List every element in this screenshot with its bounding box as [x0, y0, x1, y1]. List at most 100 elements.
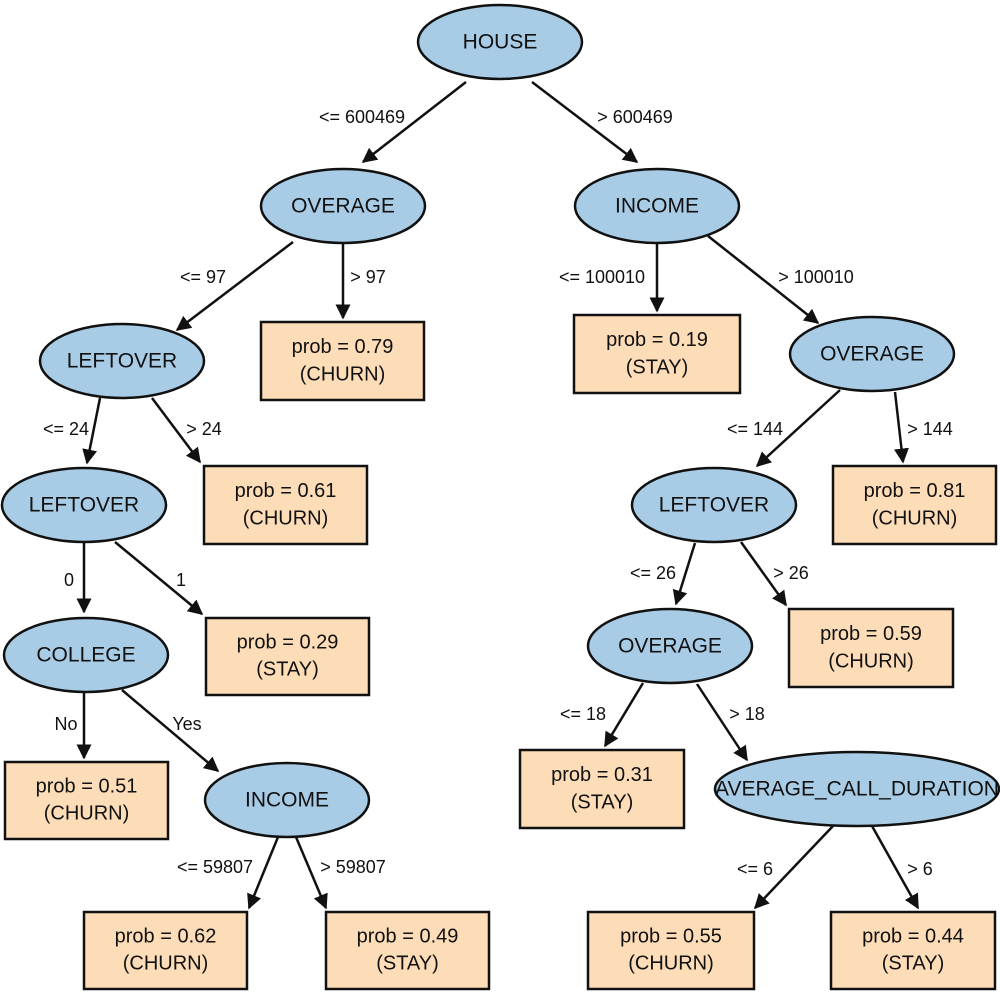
edge-label-overage2-to-leaf_081: > 144 — [907, 419, 953, 439]
edge-arrow-overage2-to-leftover3 — [755, 389, 841, 468]
leaf-outcome-text: (STAY) — [882, 953, 945, 975]
edge-arrow-income1-to-overage2 — [707, 235, 820, 324]
leaf-box — [324, 910, 491, 991]
decision-node-ellipse — [38, 322, 206, 400]
decision-node-label: HOUSE — [463, 31, 538, 54]
decision-node-leftover1: LEFTOVER — [38, 322, 206, 400]
leaf-node-leaf_029: prob = 0.29 (STAY) — [204, 616, 371, 697]
edge-label-overage1-to-leaf_079: > 97 — [350, 267, 386, 287]
decision-node-ellipse — [259, 167, 427, 245]
leaf-outcome-text: (STAY) — [256, 659, 319, 681]
edge-arrow-income2-to-leaf_049 — [294, 836, 328, 910]
decision-node-label: AVERAGE_CALL_DURATION — [715, 778, 999, 801]
edge-label-income2-to-leaf_049: > 59807 — [320, 857, 386, 877]
leaf-prob-text: prob = 0.29 — [237, 632, 339, 654]
edge-arrow-overage2-to-leaf_081 — [893, 391, 909, 464]
decision-node-income2: INCOME — [203, 761, 371, 839]
leaf-prob-text: prob = 0.79 — [292, 336, 394, 358]
leaf-prob-text: prob = 0.44 — [862, 926, 964, 948]
leaf-prob-text: prob = 0.51 — [36, 776, 138, 798]
decision-node-label: LEFTOVER — [659, 494, 769, 517]
edge-label-house-to-overage1: <= 600469 — [319, 107, 405, 127]
leaf-prob-text: prob = 0.49 — [357, 926, 459, 948]
decision-node-overage3: OVERAGE — [586, 607, 754, 685]
edge-label-college-to-leaf_051: No — [54, 714, 77, 734]
edge-arrow-overage3-to-avgcall — [695, 683, 749, 762]
decision-node-ellipse — [2, 616, 170, 694]
edge-label-avgcall-to-leaf_044: > 6 — [907, 859, 933, 879]
edge-arrow-leftover3-to-overage3 — [672, 542, 697, 606]
edge-label-leftover2-to-college: 0 — [64, 570, 74, 590]
leaf-prob-text: prob = 0.59 — [820, 623, 922, 645]
leaf-node-leaf_051: prob = 0.51(CHURN) — [3, 760, 170, 841]
decision-node-ellipse — [416, 3, 584, 81]
edge-arrow-leftover2-to-leaf_029 — [114, 541, 204, 615]
decision-node-label: INCOME — [615, 195, 699, 218]
edge-arrow-avgcall-to-leaf_055 — [753, 825, 834, 910]
edge-arrow-income2-to-leaf_062 — [247, 836, 280, 910]
decision-node-ellipse — [788, 315, 956, 393]
edge-label-leftover1-to-leaf_061: > 24 — [186, 419, 222, 439]
edge-arrow-house-to-income1 — [531, 81, 639, 163]
leaf-outcome-text: (STAY) — [376, 953, 439, 975]
edge-label-avgcall-to-leaf_055: <= 6 — [737, 859, 773, 879]
leaf-outcome-text: (STAY) — [626, 356, 689, 378]
decision-node-label: OVERAGE — [820, 343, 924, 366]
decision-node-ellipse — [0, 466, 168, 544]
decision-node-ellipse — [586, 607, 754, 685]
decision-node-label: OVERAGE — [291, 195, 395, 218]
edge-label-leftover1-to-leftover2: <= 24 — [43, 419, 89, 439]
leaf-node-leaf_019: prob = 0.19 (STAY) — [572, 313, 742, 395]
leaf-prob-text: prob = 0.55 — [620, 926, 722, 948]
leaf-outcome-text: (STAY) — [571, 791, 634, 813]
decision-node-ellipse — [573, 167, 741, 245]
decision-node-ellipse — [713, 750, 1000, 828]
leaf-node-leaf_044: prob = 0.44 (STAY) — [829, 910, 997, 991]
leaf-box — [82, 910, 249, 991]
decision-node-label: INCOME — [245, 789, 329, 812]
leaf-node-leaf_061: prob = 0.61 (CHURN) — [202, 464, 369, 546]
leaf-outcome-text: (CHURN) — [243, 507, 329, 529]
edge-arrow-house-to-overage1 — [361, 81, 467, 163]
edge-label-overage3-to-leaf_031: <= 18 — [560, 704, 606, 724]
leaf-box — [259, 320, 426, 402]
leaf-box — [518, 748, 686, 830]
leaf-box — [586, 910, 756, 991]
leaf-box — [3, 760, 170, 841]
edge-label-overage1-to-leftover1: <= 97 — [180, 267, 226, 287]
leaf-prob-text: prob = 0.62 — [115, 926, 217, 948]
decision-node-ellipse — [203, 761, 371, 839]
leaf-outcome-text: (CHURN) — [628, 953, 714, 975]
edge-label-income1-to-overage2: > 100010 — [778, 267, 854, 287]
leaf-node-leaf_031: prob = 0.31 (STAY) — [518, 748, 686, 830]
leaf-box — [829, 910, 997, 991]
leaf-node-leaf_079: prob = 0.79(CHURN) — [259, 320, 426, 402]
edge-label-college-to-income2: Yes — [172, 714, 201, 734]
leaf-prob-text: prob = 0.19 — [606, 329, 708, 351]
leaf-prob-text: prob = 0.81 — [864, 480, 966, 502]
edge-label-income2-to-leaf_062: <= 59807 — [177, 857, 253, 877]
edge-arrow-overage1-to-leftover1 — [175, 241, 294, 331]
leaf-box — [572, 313, 742, 395]
leaf-box — [787, 607, 955, 689]
edge-label-leftover2-to-leaf_029: 1 — [176, 570, 186, 590]
nodes-layer: HOUSE OVERAGE INCOME LEFTOVER LEFTOVER COLLEG… — [0, 3, 1000, 991]
edge-arrow-avgcall-to-leaf_044 — [870, 825, 920, 910]
leaf-node-leaf_049: prob = 0.49 (STAY) — [324, 910, 491, 991]
edge-arrow-college-to-income2 — [121, 689, 220, 772]
edge-arrow-leftover3-to-leaf_059 — [739, 541, 788, 607]
leaf-outcome-text: (CHURN) — [123, 953, 209, 975]
decision-node-label: LEFTOVER — [67, 350, 177, 373]
leaf-prob-text: prob = 0.31 — [551, 764, 653, 786]
decision-node-house: HOUSE — [416, 3, 584, 81]
decision-node-college: COLLEGE — [2, 616, 170, 694]
leaf-prob-text: prob = 0.61 — [235, 480, 337, 502]
edge-label-overage2-to-leftover3: <= 144 — [727, 419, 783, 439]
decision-node-ellipse — [630, 466, 798, 544]
leaf-box — [831, 464, 998, 546]
decision-node-avgcall: AVERAGE_CALL_DURATION — [713, 750, 1000, 828]
leaf-node-leaf_062: prob = 0.62 (CHURN) — [82, 910, 249, 991]
decision-node-label: LEFTOVER — [29, 494, 139, 517]
